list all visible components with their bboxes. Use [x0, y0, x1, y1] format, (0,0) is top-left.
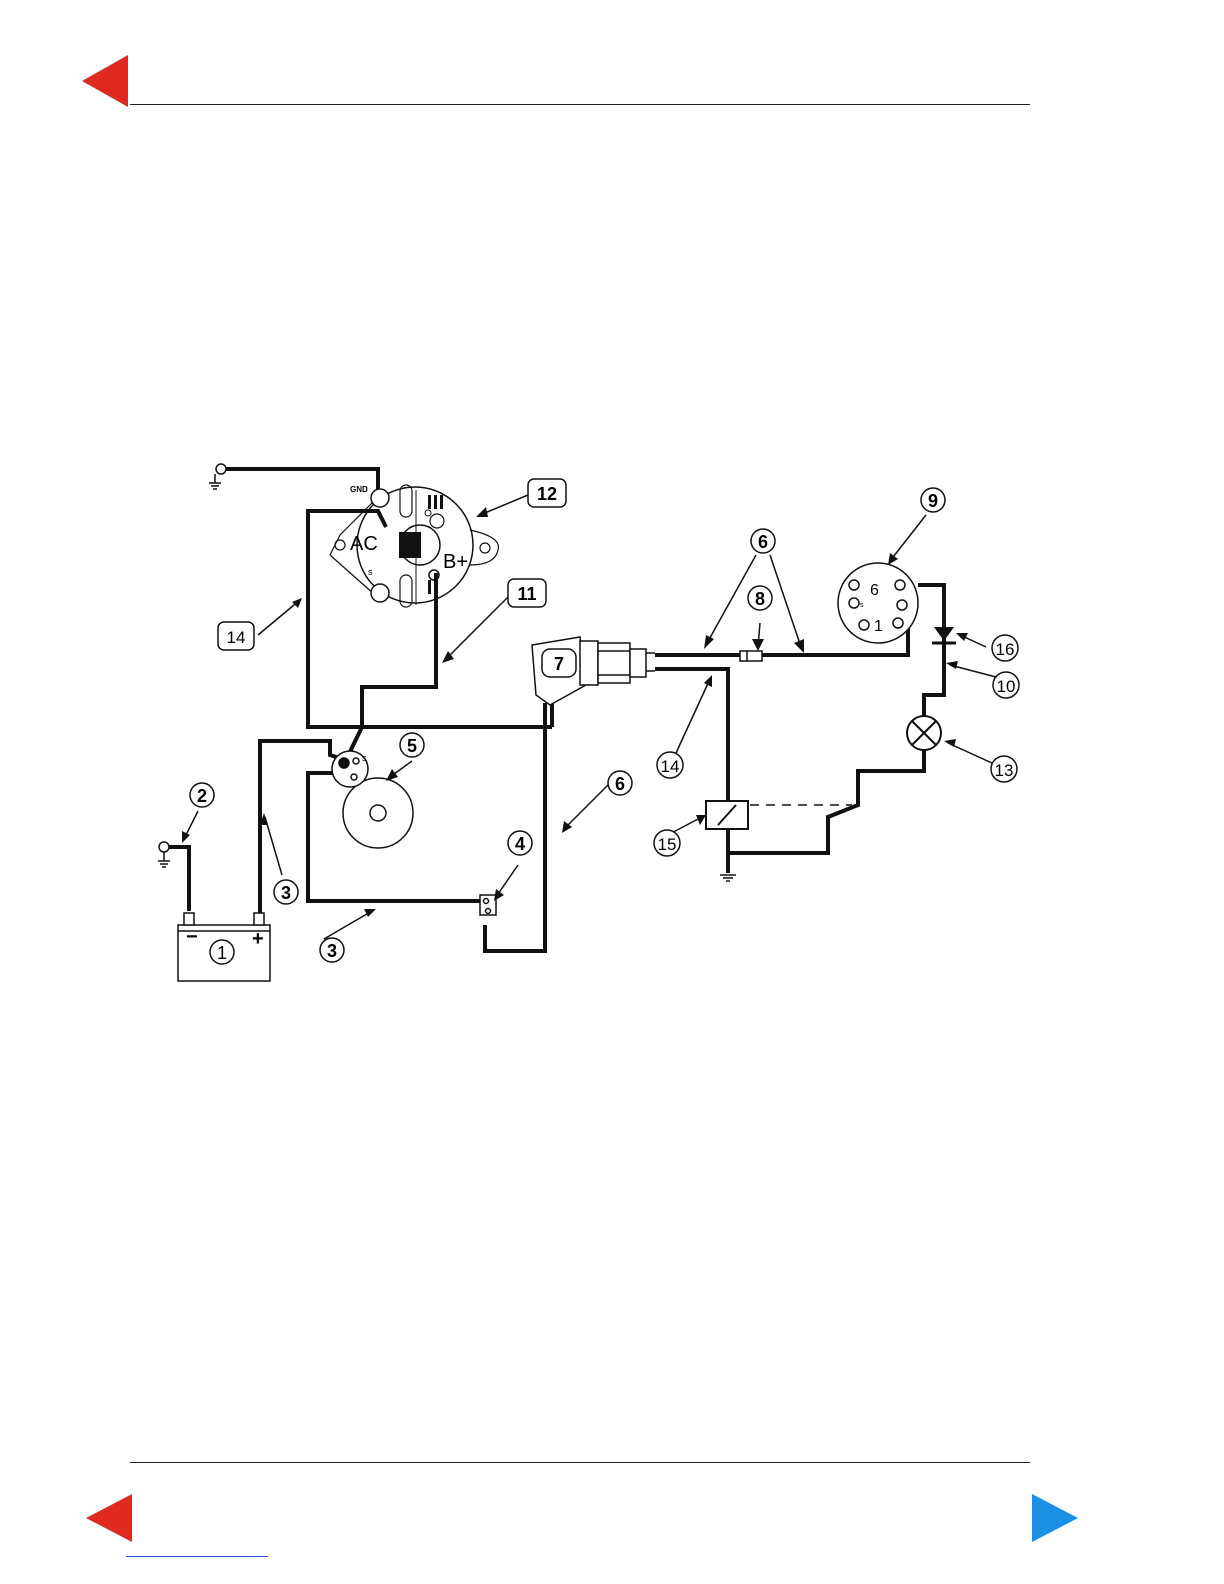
alternator-s-label: s [368, 567, 373, 577]
svg-text:6: 6 [758, 532, 768, 552]
callout-14-left: 14 [218, 622, 254, 650]
callout-14-right: 14 [657, 752, 683, 778]
callout-2: 2 [190, 783, 214, 807]
callout-6-upper: 6 [751, 529, 775, 553]
svg-text:8: 8 [755, 589, 765, 609]
callout-7: 7 [542, 649, 576, 677]
callouts: 1 2 3 3 4 5 6 6 7 8 9 10 11 12 13 14 14 … [190, 479, 1019, 964]
callout-3-upper: 3 [274, 880, 298, 904]
callout-6-lower: 6 [608, 771, 632, 795]
svg-text:15: 15 [658, 835, 677, 854]
gnd-label: GND [350, 485, 368, 494]
svg-text:7: 7 [554, 654, 564, 674]
wiring-diagram: GND AC B+ s s − + 6 1 s 1 2 3 3 4 5 6 6 … [150, 455, 1050, 995]
callout-12: 12 [528, 479, 566, 507]
svg-text:3: 3 [281, 883, 291, 903]
svg-text:16: 16 [996, 640, 1015, 659]
switch-position-1: 1 [874, 618, 883, 635]
svg-text:3: 3 [327, 941, 337, 961]
svg-text:2: 2 [197, 786, 207, 806]
callout-11: 11 [508, 579, 546, 607]
diode [932, 627, 956, 643]
svg-text:1: 1 [217, 943, 227, 963]
svg-text:10: 10 [997, 677, 1016, 696]
switch-position-s: s [860, 602, 864, 609]
svg-text:14: 14 [661, 757, 680, 776]
svg-text:13: 13 [995, 761, 1014, 780]
callout-4: 4 [508, 831, 532, 855]
next-arrow-icon[interactable] [1032, 1494, 1078, 1542]
switch-position-6: 6 [870, 582, 879, 599]
arrowheads [182, 507, 968, 917]
callout-8: 8 [748, 586, 772, 610]
header-rule [130, 104, 1030, 105]
svg-text:5: 5 [407, 736, 417, 756]
battery-negative-label: − [186, 926, 198, 948]
callout-3-lower: 3 [320, 938, 344, 962]
ground-symbols [158, 464, 736, 881]
circuit-breaker [480, 895, 496, 915]
warning-lamp [907, 716, 941, 750]
connector-8 [740, 651, 762, 661]
svg-text:6: 6 [615, 774, 625, 794]
svg-text:11: 11 [517, 584, 536, 604]
svg-text:9: 9 [928, 491, 938, 511]
back-arrow-top-icon[interactable] [82, 55, 128, 107]
callout-13: 13 [991, 756, 1017, 782]
back-arrow-bottom-icon[interactable] [86, 1494, 132, 1542]
svg-text:14: 14 [227, 628, 246, 647]
svg-text:12: 12 [537, 484, 557, 504]
callout-arrows [184, 495, 996, 939]
footer-link[interactable] [126, 1556, 268, 1557]
callout-1: 1 [210, 940, 234, 964]
callout-15: 15 [654, 830, 680, 856]
starter-motor [332, 751, 413, 848]
b-plus-label: B+ [443, 551, 468, 573]
battery-positive-label: + [252, 928, 264, 950]
wires [166, 469, 944, 951]
callout-16: 16 [992, 635, 1018, 661]
callout-9: 9 [921, 488, 945, 512]
svg-text:4: 4 [515, 834, 525, 854]
footer-rule [130, 1462, 1030, 1463]
starter-s-label: s [362, 753, 367, 763]
ac-label: AC [350, 533, 378, 555]
callout-10: 10 [993, 672, 1019, 698]
callout-5: 5 [400, 733, 424, 757]
